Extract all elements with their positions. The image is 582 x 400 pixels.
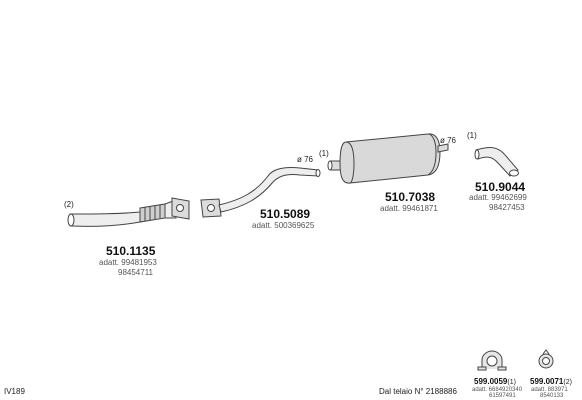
tail-pipe-ref-2: 98427453 xyxy=(489,203,525,212)
clamp-599-0059-icon xyxy=(477,350,507,371)
ring-599-0071-icon xyxy=(538,349,554,369)
accessory-0071-ref-2: 8540133 xyxy=(540,393,564,399)
tail-pipe-note: (1) xyxy=(467,131,477,140)
rear-silencer-510-7038 xyxy=(327,133,449,184)
front-pipe-note: (2) xyxy=(64,200,74,209)
accessory-number-599-0059: 599.0059(1) xyxy=(474,377,516,386)
accessory-0071-ref-1: adatt. 883971 xyxy=(531,387,568,393)
rear-silencer-diameter: ø 76 xyxy=(440,136,457,145)
diagram-code: IV189 xyxy=(4,387,25,396)
part-number-510-1135: 510.1135 xyxy=(106,244,156,258)
tail-pipe-510-9044 xyxy=(474,147,519,177)
accessory-number-599-0071: 599.0071(2) xyxy=(530,377,572,386)
tail-pipe-ref-1: adatt. 99462699 xyxy=(469,193,527,202)
accessory-0059-ref-2: 61597491 xyxy=(489,393,516,399)
front-pipe-ref-1: adatt. 99481953 xyxy=(99,258,157,267)
accessory-0059-ref-1: adatt. 6684920340 xyxy=(472,387,523,393)
part-number-510-5089: 510.5089 xyxy=(260,207,311,221)
intermediate-pipe-510-5089 xyxy=(200,167,321,218)
intermediate-pipe-diameter: ø 76 xyxy=(297,155,314,164)
part-number-510-9044: 510.9044 xyxy=(475,180,526,194)
rear-silencer-note: (1) xyxy=(319,149,329,158)
front-pipe-ref-2: 98454711 xyxy=(118,268,153,277)
frame-note: Dal telaio N° 2188886 xyxy=(379,387,457,396)
intermediate-pipe-ref-1: adatt. 500369625 xyxy=(252,221,315,230)
front-pipe-510-1135 xyxy=(67,197,190,227)
part-number-510-7038: 510.7038 xyxy=(385,190,436,204)
rear-silencer-ref-1: adatt. 99461871 xyxy=(380,204,438,213)
